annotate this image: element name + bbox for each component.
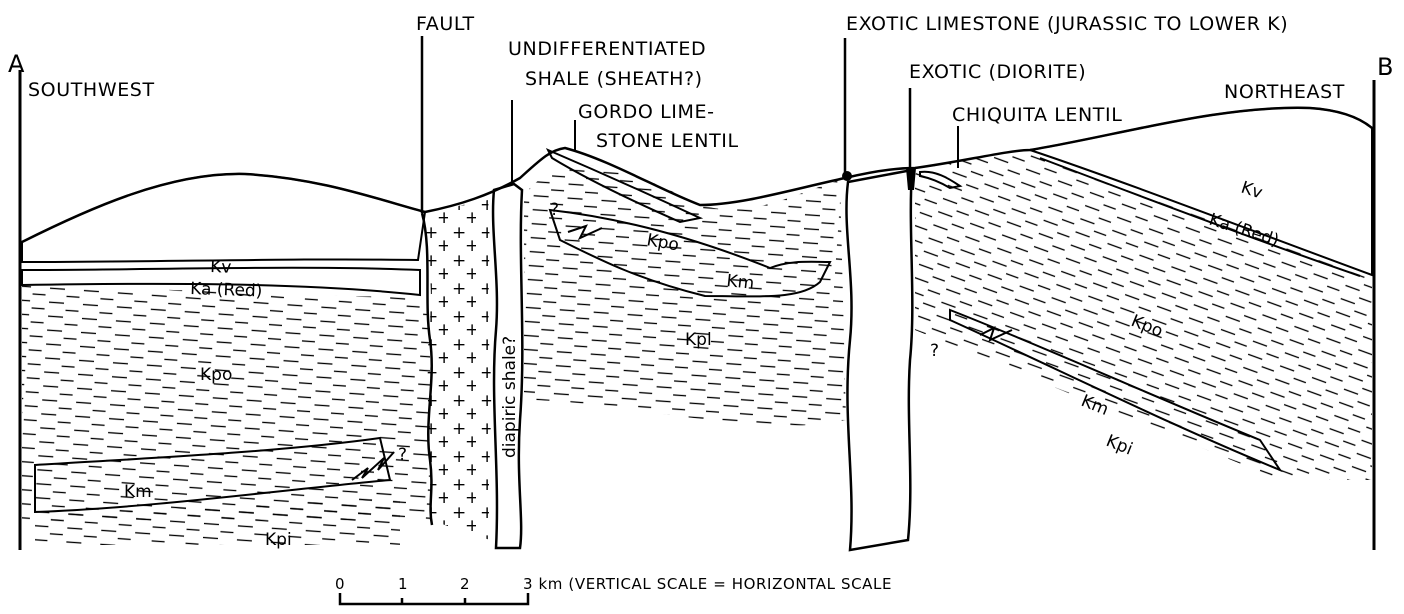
unit-kv-northeast: Kv (1238, 178, 1264, 204)
unit-kpl-central: Kpl (685, 330, 712, 350)
scale-bar: 0 1 2 3 km (VERTICAL SCALE = HORIZONTAL … (335, 575, 892, 604)
kpo-body-southwest (22, 285, 430, 520)
unit-km-southwest: Km (124, 482, 152, 502)
unit-kpi-southwest: Kpi (265, 530, 292, 550)
section-end-b-label: B (1377, 53, 1393, 81)
scale-bar-line (340, 593, 528, 604)
query-central: ? (550, 200, 559, 220)
gordo-label-line2: STONE LENTIL (596, 130, 739, 152)
unit-kpi-northeast: Kpi (1103, 431, 1135, 460)
kv-unit-southwest (22, 174, 425, 262)
section-end-a-label: A (8, 50, 25, 78)
exotic-limestone-label: EXOTIC LIMESTONE (JURASSIC TO LOWER K) (846, 13, 1288, 35)
query-southwest: ? (398, 445, 407, 465)
southwest-label: SOUTHWEST (28, 79, 155, 101)
undifferentiated-label-line2: SHALE (SHEATH?) (525, 68, 703, 90)
undifferentiated-label-line1: UNDIFFERENTIATED (508, 38, 706, 60)
gordo-label-line1: GORDO LIME- (578, 101, 715, 123)
unit-kpo-southwest: Kpo (200, 365, 232, 385)
diorite-body-right (846, 170, 912, 550)
scale-tick-0: 0 (335, 575, 345, 593)
unit-ka-red-southwest: Ka (Red) (190, 279, 263, 302)
central-block (524, 150, 846, 426)
southwest-block (22, 174, 430, 545)
chiquita-label: CHIQUITA LENTIL (952, 104, 1122, 126)
scale-tick-1: 1 (398, 575, 408, 593)
diapiric-shale-label: diapiric shale? (500, 336, 520, 458)
scale-end-label: 3 km (VERTICAL SCALE = HORIZONTAL SCALE (523, 575, 892, 593)
fault-label: FAULT (416, 13, 475, 35)
unit-kv-southwest: Kv (210, 257, 232, 278)
query-northeast: ? (930, 341, 939, 361)
northeast-block (915, 108, 1372, 480)
kpl-body-central (524, 165, 846, 425)
exotic-diorite-label: EXOTIC (DIORITE) (909, 61, 1086, 83)
exotic-diorite-marker (906, 168, 916, 190)
unit-km-central: Km (725, 271, 755, 294)
scale-tick-2: 2 (460, 575, 470, 593)
northeast-label: NORTHEAST (1224, 81, 1345, 103)
